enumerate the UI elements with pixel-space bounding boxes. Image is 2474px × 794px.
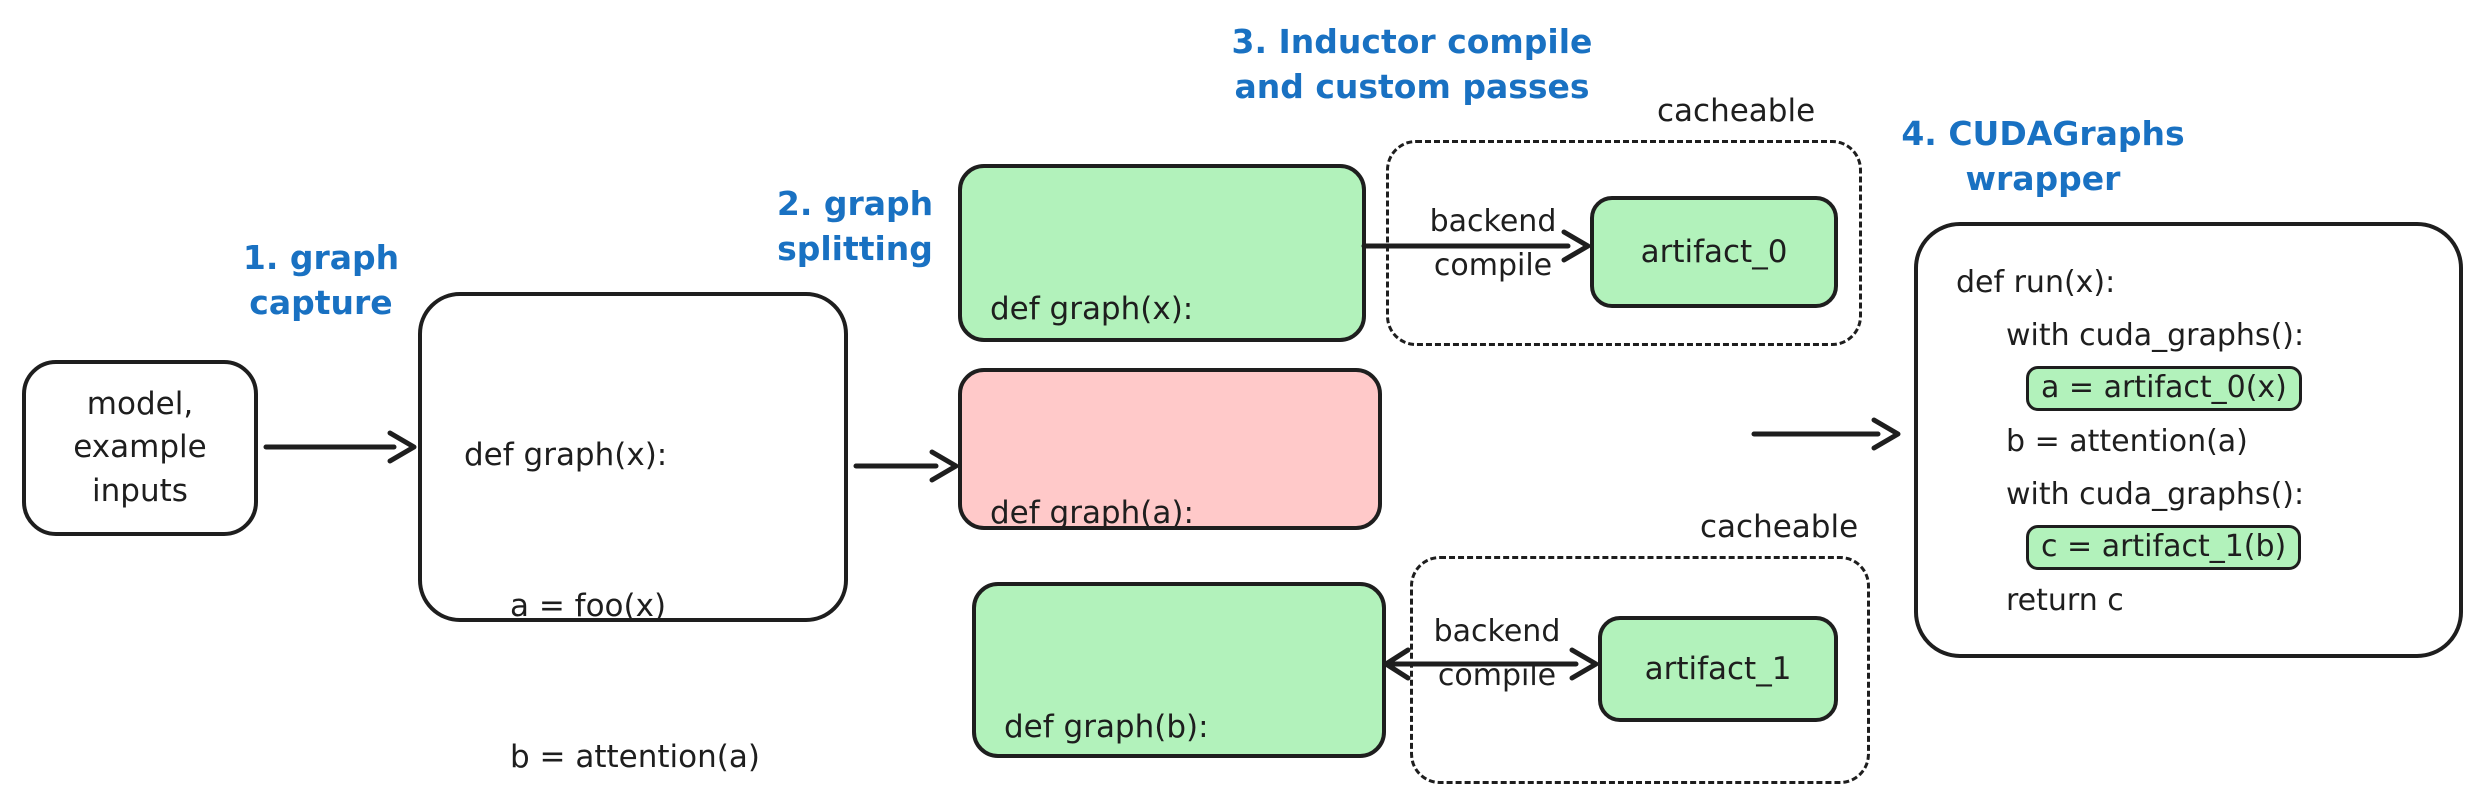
code-text: with cuda_graphs(): <box>2006 318 2305 353</box>
code-line: b = attention(a) <box>510 738 760 775</box>
code-text: return c <box>2006 583 2124 618</box>
arrow-backend-compile-bottom <box>1383 647 1599 681</box>
run-wrapper-box: def run(x): with cuda_graphs(): a = arti… <box>1914 222 2463 658</box>
arrow-graph-splitting <box>853 449 959 483</box>
arrow-graph-capture <box>263 430 417 464</box>
code-text: def run(x): <box>1956 265 2116 300</box>
arrow-cudagraphs-wrapper <box>1751 417 1901 451</box>
code-text: with cuda_graphs(): <box>2006 477 2305 512</box>
split-graph-top-box: def graph(x): a = foo(x) return a <box>958 164 1366 629</box>
model-inputs-box: model, example inputs <box>22 360 258 536</box>
backend-compile-label-top: backend compile <box>1429 204 1557 283</box>
code-line: def run(x): <box>1956 256 2459 309</box>
cacheable-label-bottom: cacheable <box>1700 509 1859 545</box>
split-graph-middle-box: def graph(a): b = attention(a) return b <box>958 368 1382 682</box>
step2-label: 2. graph splitting <box>776 184 934 268</box>
artifact1-box: artifact_1 <box>1598 616 1838 722</box>
code-line: a = artifact_0(x) <box>2026 362 2459 415</box>
code-line: def graph(x): <box>464 437 668 474</box>
code-line: return c <box>2006 574 2459 627</box>
step3-label: 3. Inductor compile and custom passes <box>1231 22 1593 106</box>
code-line: a = foo(x) <box>510 588 667 625</box>
cacheable-label-top: cacheable <box>1657 93 1816 129</box>
cacheable-region-bottom <box>1410 556 1870 784</box>
code-line: def graph(x): <box>990 291 1194 328</box>
code-line: def graph(b): <box>1004 709 1209 746</box>
code-line: c = artifact_1(b) <box>2026 521 2459 574</box>
split-graph-bottom-box: def graph(b): c = bar(b) return c <box>972 582 1386 758</box>
code-line: def graph(a): <box>990 495 1194 532</box>
artifact1-call-highlight: c = artifact_1(b) <box>2026 525 2302 570</box>
arrow-backend-compile-top <box>1361 229 1591 263</box>
step4-label: 4. CUDAGraphs wrapper <box>1901 114 2185 198</box>
step1-label: 1. graph capture <box>242 238 400 322</box>
artifact0-box: artifact_0 <box>1590 196 1838 308</box>
cacheable-region-top <box>1386 140 1862 346</box>
artifact0-call-highlight: a = artifact_0(x) <box>2026 366 2302 411</box>
code-line: with cuda_graphs(): <box>2006 309 2459 362</box>
code-line: b = attention(a) <box>2006 415 2459 468</box>
code-text: b = attention(a) <box>2006 424 2248 459</box>
captured-graph-box: def graph(x): a = foo(x) b = attention(a… <box>418 292 848 775</box>
code-line: with cuda_graphs(): <box>2006 468 2459 521</box>
